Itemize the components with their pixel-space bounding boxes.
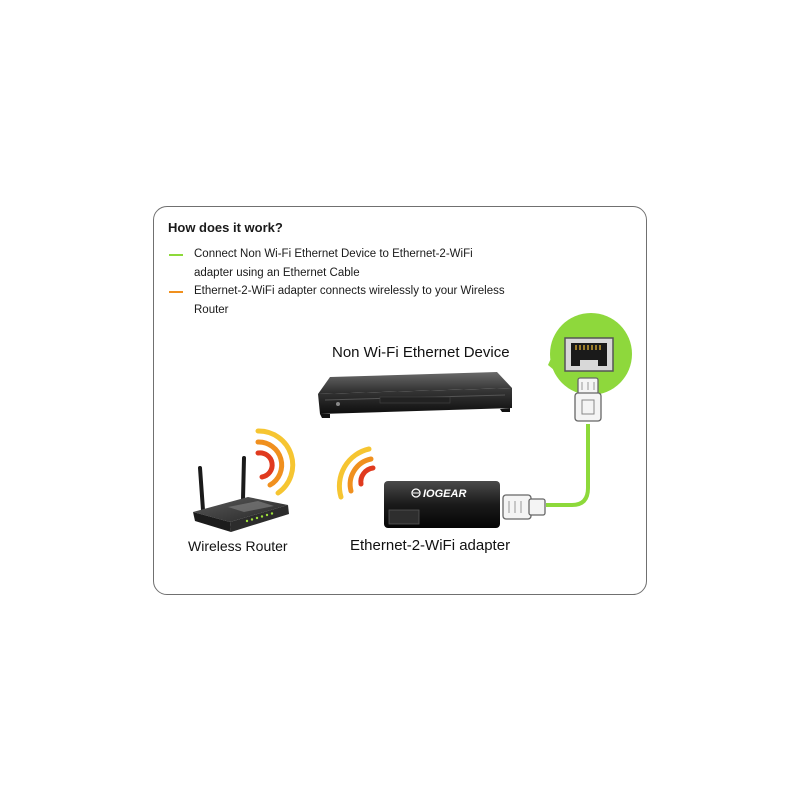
router-wifi-waves-icon — [255, 428, 296, 496]
diagram-heading: How does it work? — [168, 220, 283, 235]
adapter-brand: IOGEAR — [423, 488, 466, 500]
legend-text-wireless: Ethernet-2-WiFi adapter connects wireles… — [194, 285, 505, 316]
set-top-box-icon — [318, 372, 512, 418]
legend-item-ethernet: Connect Non Wi-Fi Ethernet Device to Eth… — [169, 245, 509, 283]
wifi-waves-icon — [336, 446, 376, 500]
orange-dash-icon — [169, 291, 183, 293]
rj45-plug-icon — [574, 377, 602, 422]
wifi-adapter-icon: IOGEAR — [384, 481, 500, 528]
adapter-rj45-plug-icon — [502, 494, 546, 520]
green-dash-icon — [169, 254, 183, 256]
device-label: Non Wi-Fi Ethernet Device — [332, 344, 510, 361]
legend-item-wireless: Ethernet-2-WiFi adapter connects wireles… — [169, 282, 509, 320]
adapter-label: Ethernet-2-WiFi adapter — [350, 537, 511, 554]
ethernet-port-callout — [548, 313, 632, 395]
ethernet-cable — [546, 424, 590, 507]
legend-text-ethernet: Connect Non Wi-Fi Ethernet Device to Eth… — [194, 248, 473, 279]
router-label: Wireless Router — [188, 538, 288, 554]
wireless-router-icon — [193, 456, 289, 532]
ethernet-port-icon — [564, 337, 614, 372]
